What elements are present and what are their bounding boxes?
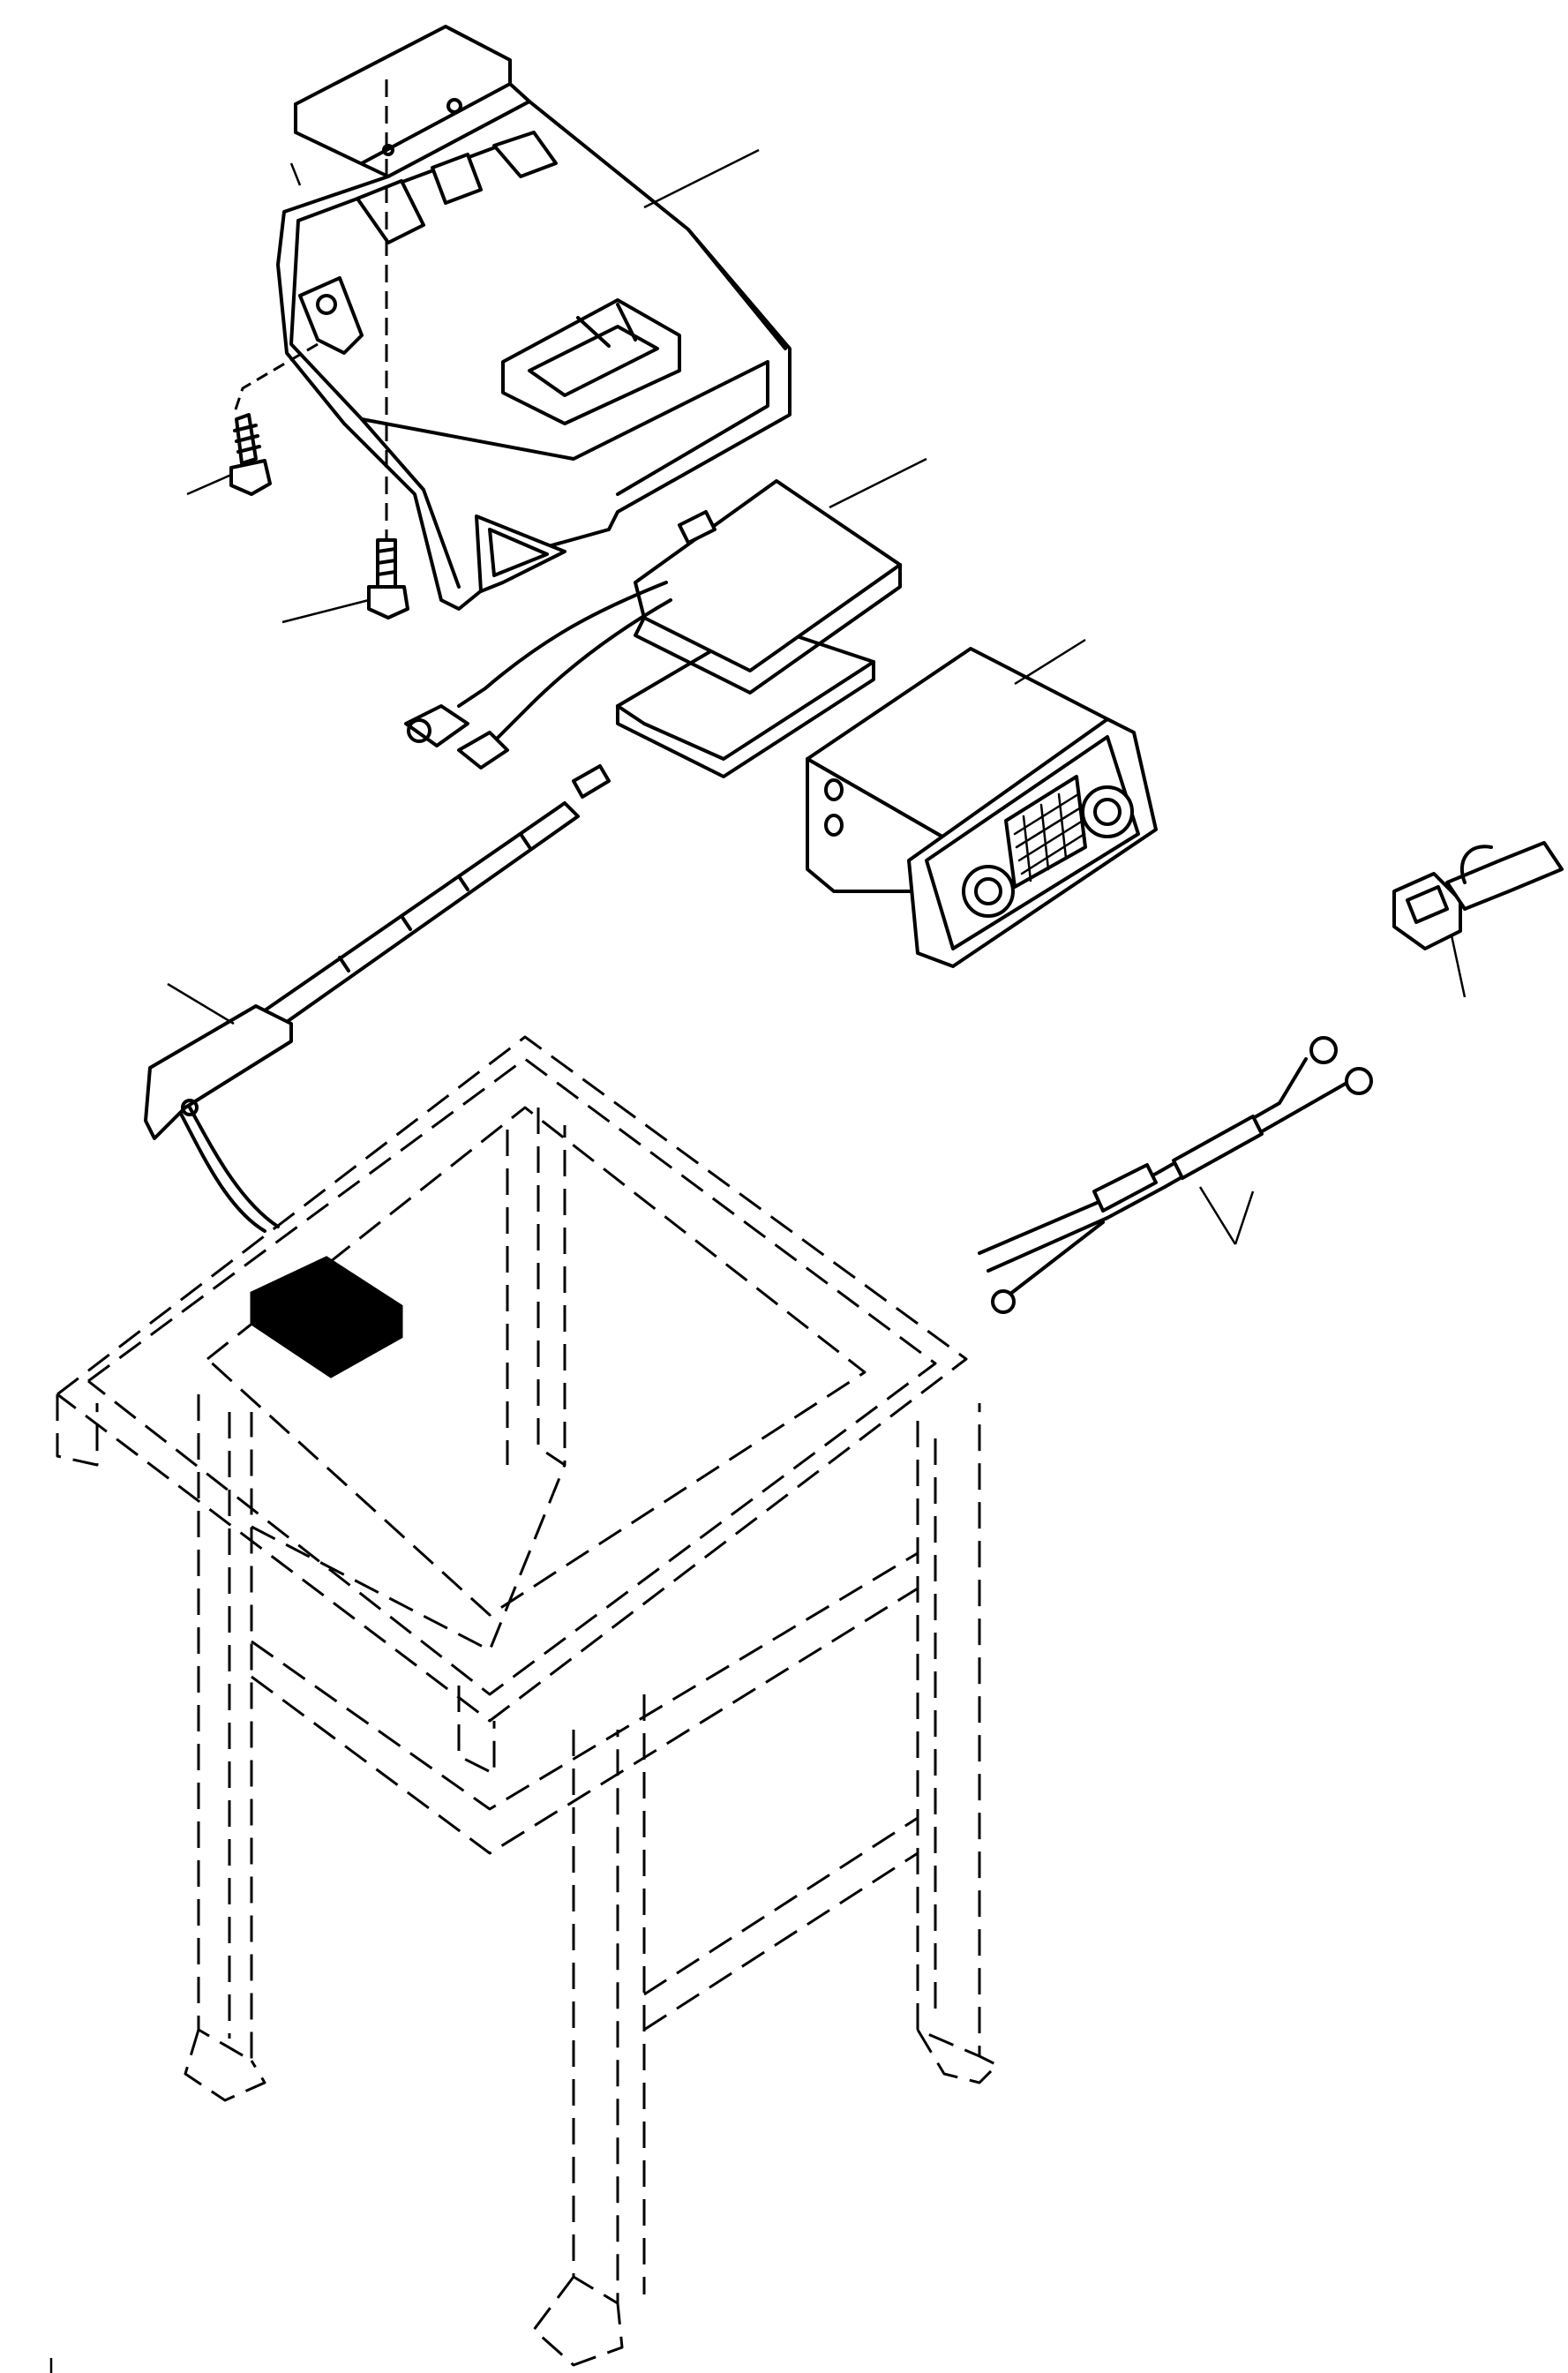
assembly-guide-lines [232, 79, 388, 565]
wire-harness [978, 1036, 1373, 1314]
bolt [281, 538, 409, 624]
tapping-screw [186, 413, 272, 496]
radio-unit [806, 638, 1158, 968]
antenna [144, 764, 611, 1233]
cab-frame [56, 1035, 999, 2367]
radio-cover [276, 25, 792, 611]
bracket-plates [404, 457, 927, 778]
connector [1392, 841, 1564, 998]
